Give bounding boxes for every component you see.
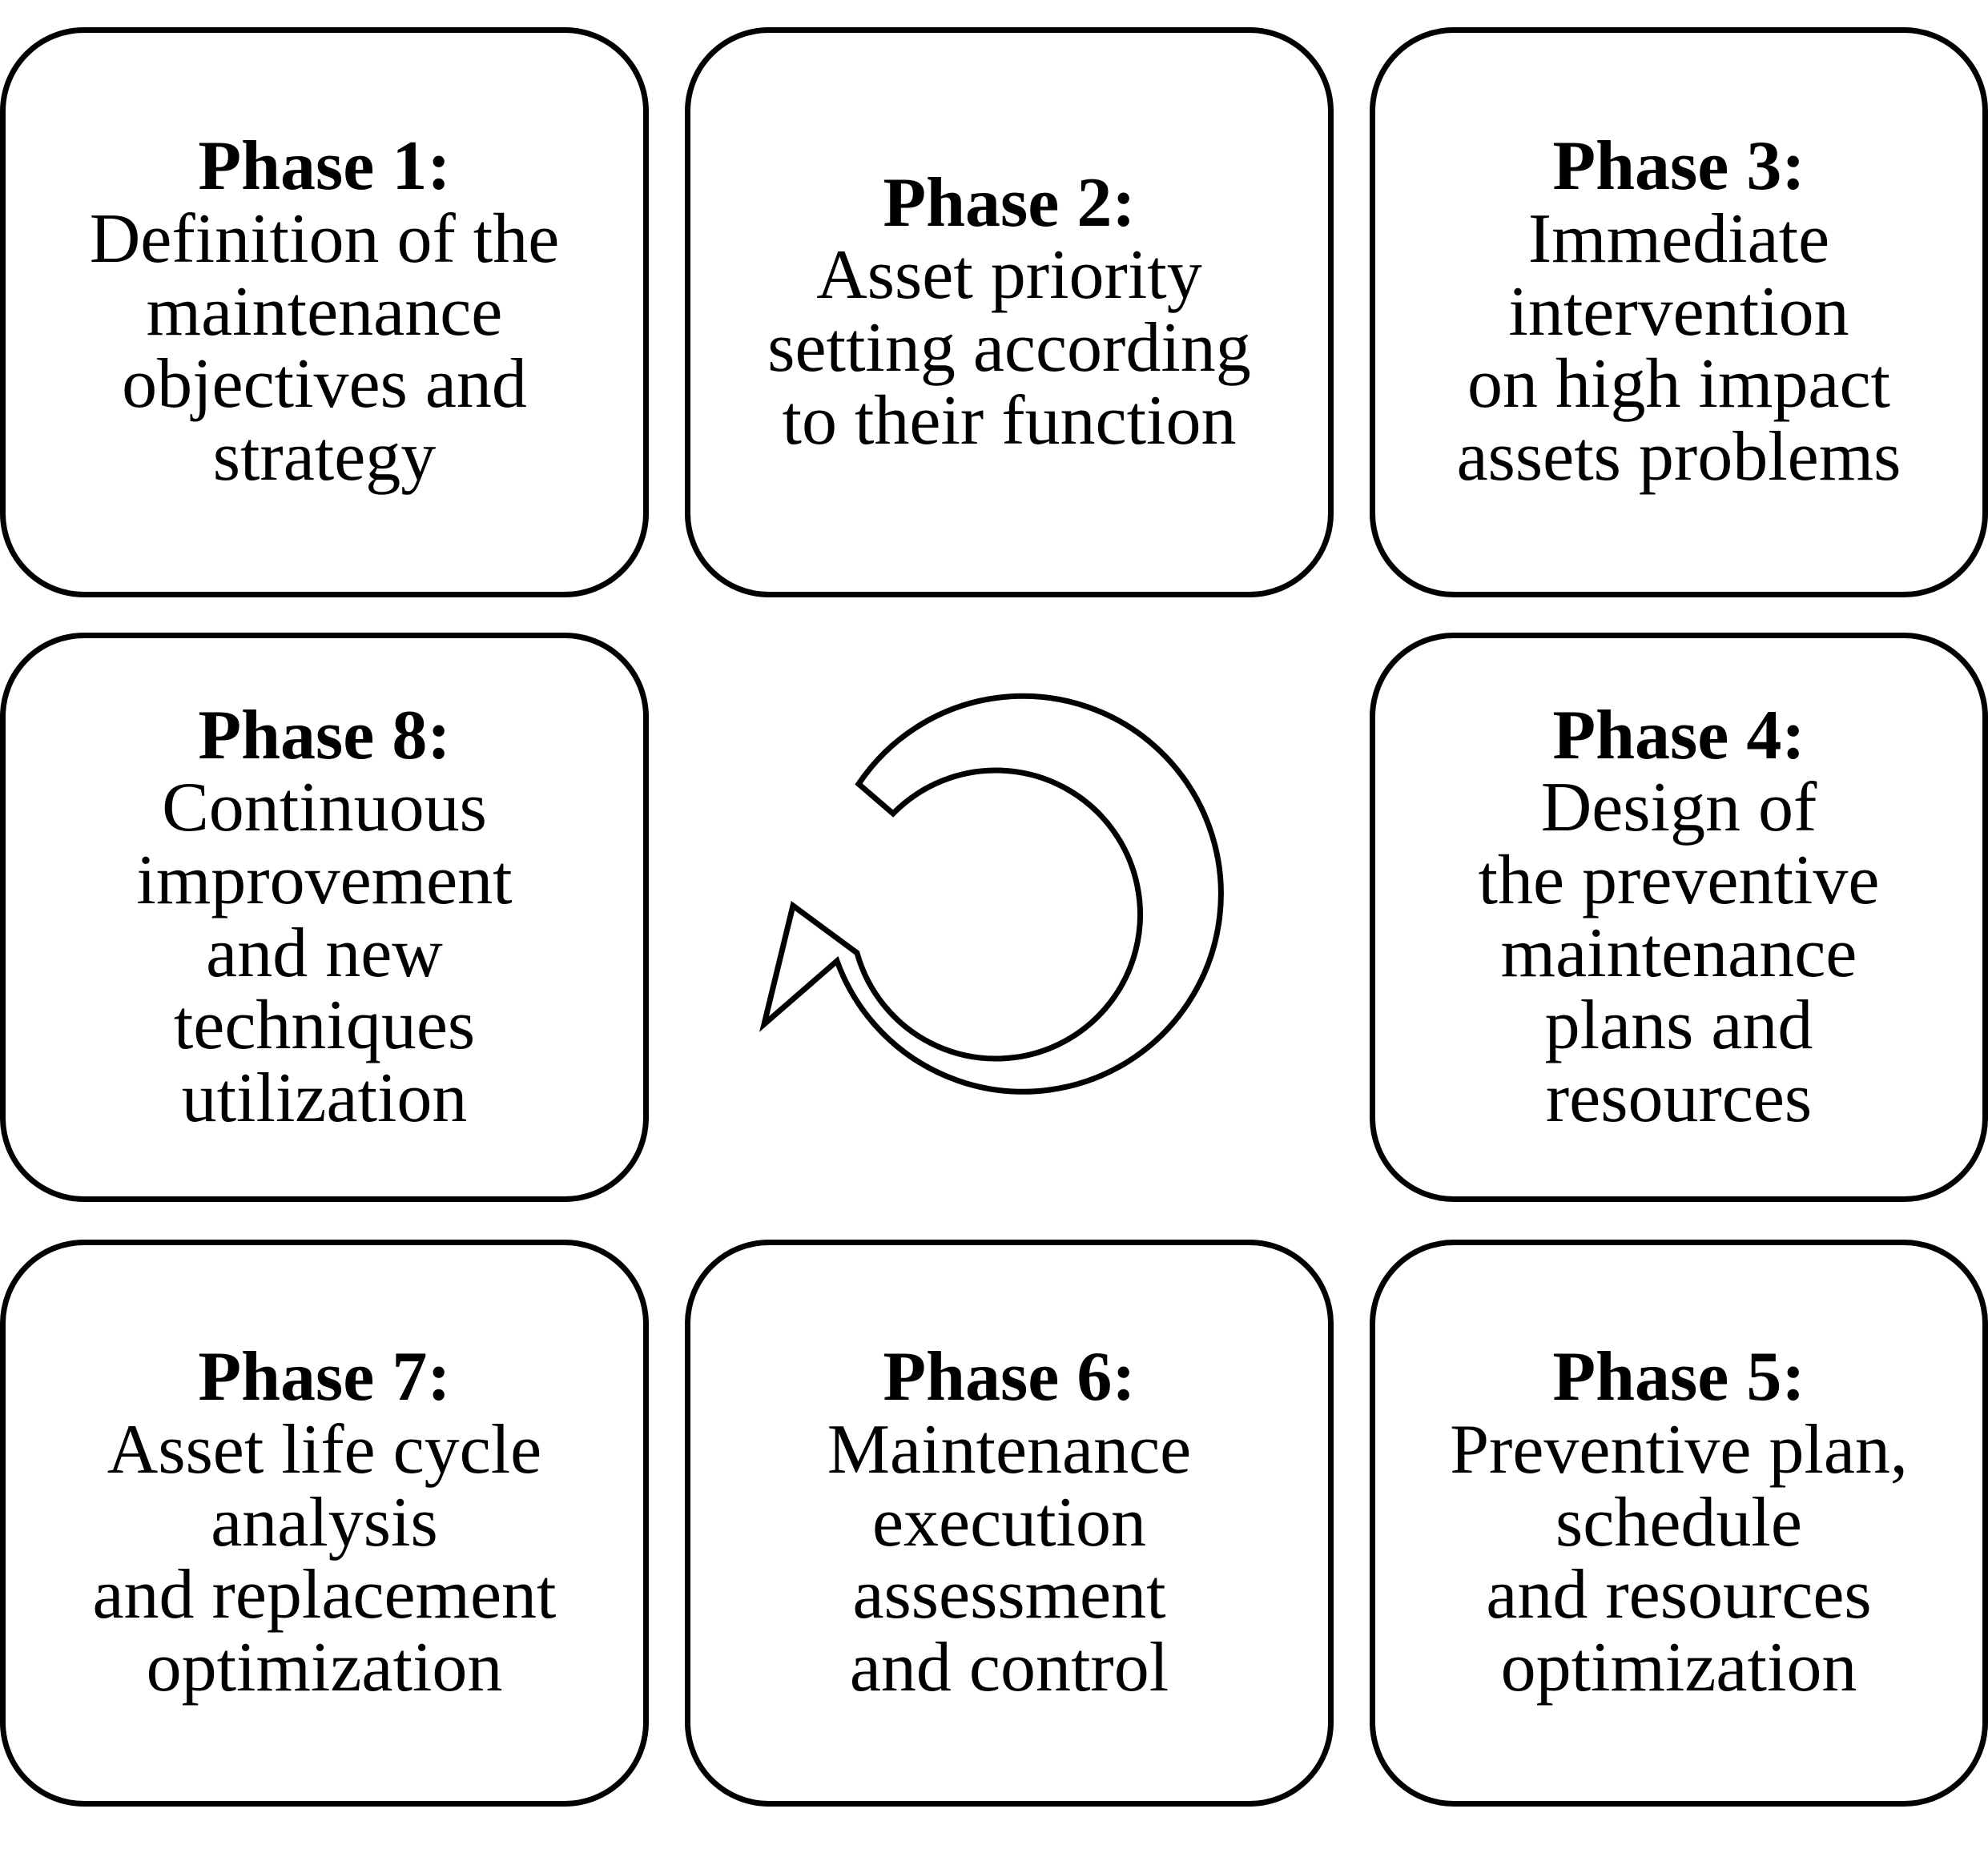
phase-4-line-4: plans and [1544,987,1813,1065]
phase-4-body: Design of the preventive maintenance pla… [1479,772,1880,1135]
phase-box-1[interactable]: Phase 1: Definition of the maintenance o… [0,27,649,597]
phase-3-title: Phase 3: [1552,127,1805,206]
phase-1-line-4: strategy [212,417,437,496]
phase-4-line-1: Design of [1540,769,1817,847]
phase-7-title: Phase 7: [198,1338,451,1417]
phase-5-line-2: schedule [1555,1483,1802,1562]
phase-2-body: Asset priority setting according to thei… [767,239,1251,457]
phase-8-line-2: improvement [136,841,513,919]
phase-6-title: Phase 6: [883,1338,1136,1417]
phase-5-title: Phase 5: [1552,1338,1805,1417]
phase-4-line-2: the preventive [1478,841,1880,919]
phase-box-8[interactable]: Phase 8: Continuous improvement and new … [0,633,649,1202]
phase-8-line-1: Continuous [162,769,487,847]
phase-box-2[interactable]: Phase 2: Asset priority setting accordin… [685,27,1334,597]
phase-box-3[interactable]: Phase 3: Immediate intervention on high … [1370,27,1988,597]
phase-5-body: Preventive plan, schedule and resources … [1450,1411,1908,1706]
phase-1-line-3: objectives and [122,345,527,424]
phase-8-title: Phase 8: [198,696,451,774]
phase-box-4[interactable]: Phase 4: Design of the preventive mainte… [1370,633,1988,1202]
phase-8-line-3: and new [206,914,443,992]
phase-6-line-2: execution [871,1483,1147,1562]
phase-6-line-3: assessment [852,1556,1166,1634]
phase-5-line-4: optimization [1500,1628,1857,1706]
phase-2-line-2: setting according [767,309,1251,387]
phase-box-5[interactable]: Phase 5: Preventive plan, schedule and r… [1370,1240,1988,1807]
phase-4-title: Phase 4: [1552,696,1805,774]
phase-7-line-1: Asset life cycle [107,1411,542,1489]
phase-4-line-3: maintenance [1500,914,1857,992]
phase-box-6[interactable]: Phase 6: Maintenance execution assessmen… [685,1240,1334,1807]
phase-2-line-1: Asset priority [816,236,1202,315]
phase-3-body: Immediate intervention on high impact as… [1457,203,1901,494]
phase-7-line-3: and replacement [92,1556,557,1634]
phase-8-body: Continuous improvement and new technique… [136,772,512,1135]
cycle-arrow-container [685,633,1334,1202]
phase-4-line-5: resources [1545,1059,1813,1137]
phase-1-title: Phase 1: [198,127,451,206]
phase-1-line-2: maintenance [146,272,503,351]
phase-8-line-4: techniques [173,987,476,1065]
phase-box-7[interactable]: Phase 7: Asset life cycle analysis and r… [0,1240,649,1807]
phase-5-line-1: Preventive plan, [1450,1411,1908,1489]
cycle-arrow-icon [759,693,1224,1095]
phase-7-body: Asset life cycle analysis and replacemen… [92,1411,557,1706]
phase-2-line-3: to their function [782,381,1237,460]
phase-3-line-3: on high impact [1467,345,1890,424]
phase-6-line-1: Maintenance [827,1411,1192,1489]
phase-7-line-4: optimization [146,1628,503,1706]
phase-6-line-4: and control [849,1628,1169,1706]
phase-5-line-3: and resources [1486,1556,1872,1634]
phase-2-title: Phase 2: [883,163,1136,242]
phase-3-line-4: assets problems [1456,417,1901,496]
phase-8-line-5: utilization [181,1059,468,1137]
phase-7-line-2: analysis [211,1483,438,1562]
phase-1-body: Definition of the maintenance objectives… [90,203,560,494]
phase-3-line-1: Immediate [1527,200,1830,279]
phase-6-body: Maintenance execution assessment and con… [827,1411,1192,1706]
phase-1-line-1: Definition of the [89,200,560,279]
phase-3-line-2: intervention [1508,272,1849,351]
